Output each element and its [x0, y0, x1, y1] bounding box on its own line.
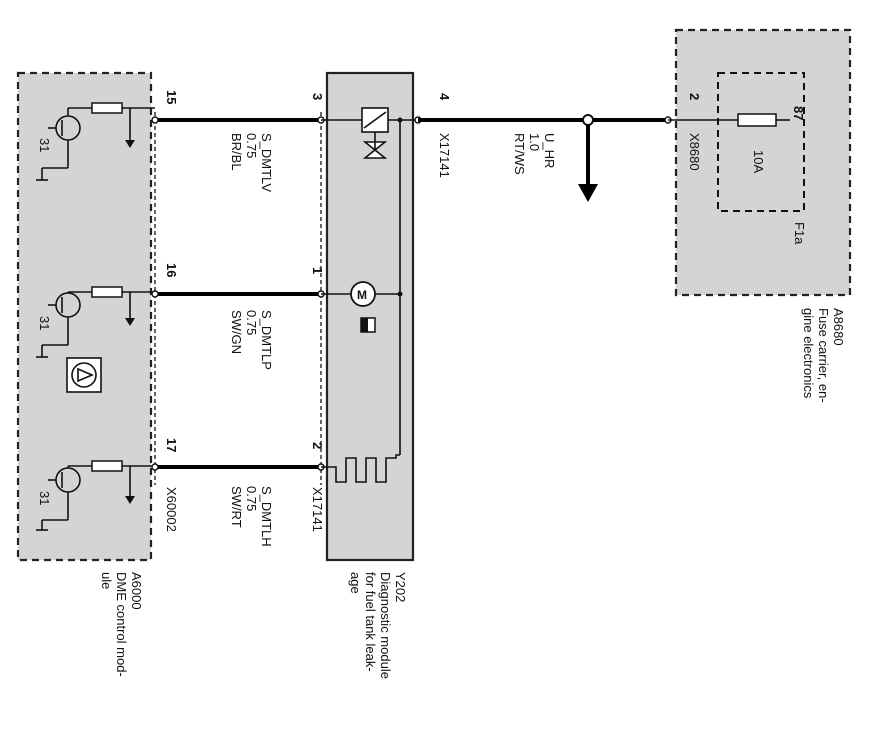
wire-2-color: SW/GN: [229, 310, 244, 354]
wire-1-signal: S_DMTLV: [259, 133, 274, 192]
dme-pin-16: 16: [164, 263, 179, 277]
wire-4-signal: U_HR: [542, 133, 557, 168]
fuse-carrier-pin-2: 2: [687, 93, 702, 100]
module-name-line2: for fuel tank leak-: [363, 572, 378, 672]
dme-module-id: A6000: [129, 572, 144, 610]
fuse-id: F1a: [792, 222, 807, 245]
wire-1-color: BR/BL: [229, 133, 244, 171]
dme-output-stage-2: [36, 286, 155, 358]
wire-3-signal: S_DMTLH: [259, 486, 274, 547]
wire-4-size: 1.0: [527, 133, 542, 151]
dme-output-stage-3: [36, 460, 155, 531]
wire-1-size: 0.75: [244, 133, 259, 158]
module-name-line3: age: [348, 572, 363, 594]
module-name-line1: Diagnostic module: [378, 572, 393, 679]
fuse-carrier-connector: X8680: [687, 133, 702, 171]
heater-icon: [321, 454, 400, 483]
module-pin-4: 4: [437, 93, 452, 101]
motor-icon: M: [321, 281, 400, 333]
fuse-rating: 10A: [751, 150, 766, 173]
svg-text:M: M: [357, 288, 367, 302]
dme-control-module-box: [16, 71, 153, 562]
ground-label-3: 31: [37, 491, 52, 505]
fuse-carrier-name-line1: Fuse carrier, en-: [816, 308, 831, 403]
wire-3-color: SW/RT: [229, 486, 244, 528]
fuse-carrier-id: A8680: [831, 308, 846, 346]
dme-pin-17: 17: [164, 438, 179, 452]
fuse-icon: [737, 113, 777, 127]
module-connector-bottom: X17141: [310, 487, 325, 532]
dme-pin-15: 15: [164, 90, 179, 104]
module-connector-top: X17141: [437, 133, 452, 178]
valve-icon: [361, 107, 389, 159]
dme-output-stage-1: [36, 102, 155, 181]
module-pin-2: 2: [310, 442, 325, 449]
dme-module-name-line1: DME control mod-: [114, 572, 129, 677]
module-pin-1: 1: [310, 267, 325, 274]
ground-label-1: 31: [37, 138, 52, 152]
module-id: Y202: [393, 572, 408, 602]
wire-2-signal: S_DMTLP: [259, 310, 274, 370]
ground-label-2: 31: [37, 316, 52, 330]
module-pin-3: 3: [310, 93, 325, 100]
wire-4-color: RT/WS: [512, 133, 527, 175]
fuse-pin-87: 87: [791, 106, 806, 120]
fuse-f1a-box: [717, 72, 805, 212]
dme-connector-id: X60002: [164, 487, 179, 532]
dme-module-name-line2: ule: [99, 572, 114, 589]
pump-icon: [66, 357, 102, 393]
wire-2-size: 0.75: [244, 310, 259, 335]
wire-3-size: 0.75: [244, 486, 259, 511]
fuse-carrier-name-line2: gine electronics: [801, 308, 816, 399]
branch-arrow-icon: [578, 184, 598, 202]
fuse-carrier-box: [674, 28, 852, 297]
